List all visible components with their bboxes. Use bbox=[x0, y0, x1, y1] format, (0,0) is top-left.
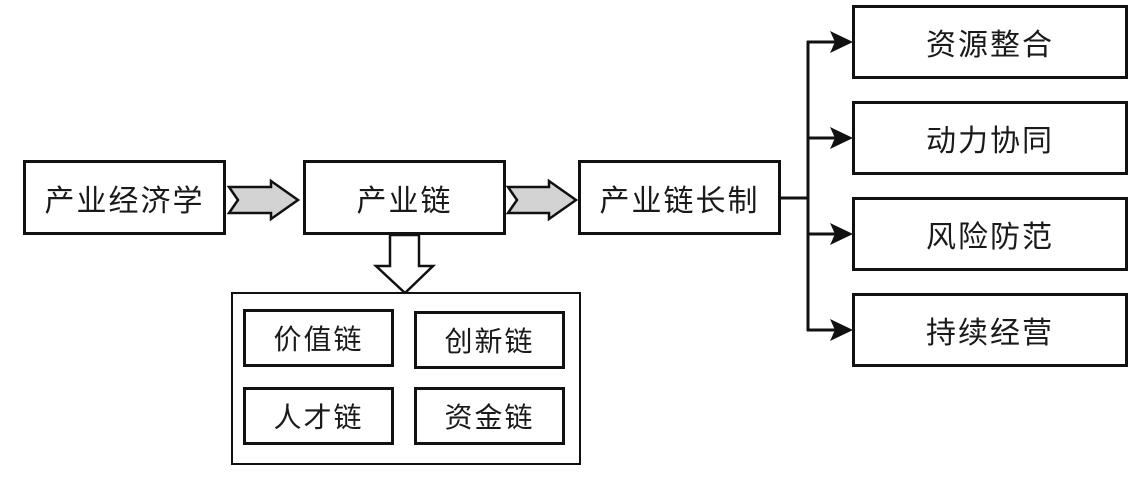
node-risk-prevention: 风险防范 bbox=[852, 197, 1128, 271]
branch-risk-prevention bbox=[807, 223, 853, 245]
node-label: 动力协同 bbox=[926, 124, 1054, 159]
arrowhead-icon bbox=[830, 223, 853, 245]
node-label: 价值链 bbox=[273, 323, 364, 356]
node-resource-integration: 资源整合 bbox=[852, 5, 1128, 79]
node-talent-chain: 人才链 bbox=[243, 387, 394, 445]
arrowhead-icon bbox=[830, 31, 853, 53]
node-label: 持续经营 bbox=[926, 316, 1054, 351]
branch-resource-integration bbox=[807, 31, 853, 53]
block-arrow-chain-to-chief bbox=[505, 178, 579, 222]
arrowhead-icon bbox=[830, 319, 853, 341]
node-dynamic-synergy: 动力协同 bbox=[852, 101, 1128, 175]
node-industrial-economics: 产业经济学 bbox=[23, 160, 226, 235]
node-capital-chain: 资金链 bbox=[414, 387, 565, 445]
node-value-chain: 价值链 bbox=[243, 309, 394, 367]
node-chain-chief-system: 产业链长制 bbox=[578, 160, 781, 235]
node-label: 产业链 bbox=[356, 183, 453, 219]
node-industrial-chain: 产业链 bbox=[303, 160, 506, 235]
arrowhead-icon bbox=[830, 127, 853, 149]
down-arrow-chain-to-subchains bbox=[372, 233, 437, 295]
node-label: 产业经济学 bbox=[44, 183, 205, 219]
node-label: 资金链 bbox=[444, 401, 535, 434]
node-innovation-chain: 创新链 bbox=[414, 311, 565, 369]
branch-sustainable-operation bbox=[807, 319, 853, 341]
node-label: 风险防范 bbox=[926, 220, 1054, 255]
node-label: 资源整合 bbox=[926, 28, 1054, 63]
block-arrow-economics-to-chain bbox=[226, 178, 301, 222]
node-label: 创新链 bbox=[444, 325, 535, 358]
node-sustainable-operation: 持续经营 bbox=[852, 293, 1128, 367]
branch-dynamic-synergy bbox=[807, 127, 853, 149]
node-label: 产业链长制 bbox=[599, 183, 760, 219]
node-label: 人才链 bbox=[273, 401, 364, 434]
